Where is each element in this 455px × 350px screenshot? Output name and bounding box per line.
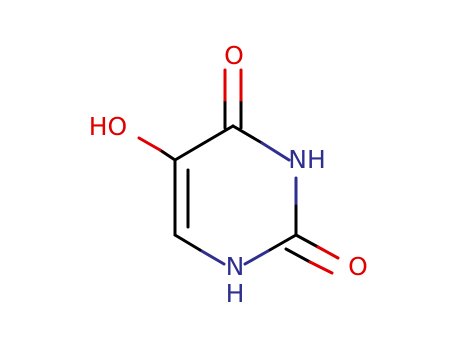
bond-c5-c4: [173, 124, 235, 162]
atom-label-o4: O: [224, 41, 244, 70]
bond-c2-n1-b: [243, 249, 270, 266]
bond-c2-o2-a: [294, 233, 320, 249]
bond-n1-c6-a: [198, 248, 226, 266]
atom-label-n1-h: H: [226, 279, 245, 308]
bond-c2-o2-d: [308, 260, 334, 275]
bond-c5-o5-b: [137, 136, 162, 152]
atom-label-n1: N: [226, 252, 245, 281]
atom-label-ho5: HO: [89, 112, 127, 141]
bond-c5-o5-a: [158, 148, 177, 162]
bond-c2-o2-b: [316, 245, 340, 260]
atom-label-nh3: NH: [288, 145, 326, 174]
bond-c2-o2-c: [284, 247, 312, 264]
bond-c4-n3-a: [231, 124, 264, 145]
atom-label-o2: O: [348, 252, 368, 281]
bond-n1-c6-b: [173, 233, 202, 252]
bond-c2-n1-a: [266, 233, 298, 253]
atom-label-layer: O HO NH N H O: [89, 41, 368, 308]
bond-c4-n3-b: [260, 141, 291, 162]
bond-layer: [137, 68, 340, 275]
